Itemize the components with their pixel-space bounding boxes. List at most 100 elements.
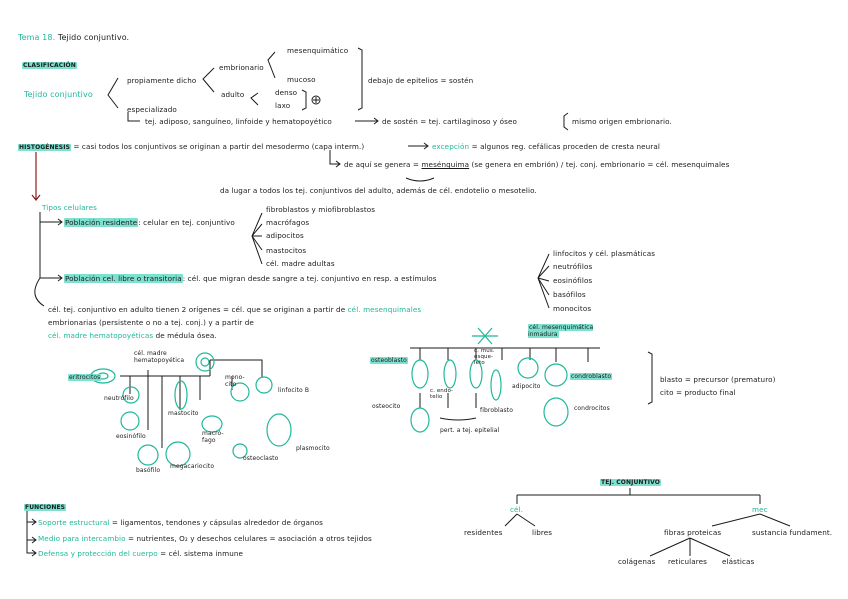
mastocito-cell (174, 380, 188, 410)
libres-2: eosinófilos (553, 276, 593, 285)
tipos-libre: Población cel. libre o transitoria: cél.… (64, 274, 437, 283)
endotelio-cell (443, 359, 457, 389)
mesenquima-cell (472, 327, 498, 345)
tree-colagenas: colágenas (618, 557, 656, 566)
histogenesis-line3: da lugar a todos los tej. conjuntivos de… (220, 186, 537, 195)
histogenesis-line2: de aquí se genera = mesénquima (se gener… (344, 160, 730, 169)
osteoblasto-cell (411, 359, 429, 389)
bracket-propiamente (202, 67, 215, 93)
eosinofilo-cell (120, 411, 140, 431)
residentes-0: fibroblastos y miofibroblastos (266, 205, 376, 214)
dr-madre: cél. mesenquimática inmadura (528, 324, 594, 338)
muscular-cell (469, 359, 483, 389)
residentes-2: adipocitos (266, 231, 304, 240)
label-propiamente: propiamente dicho (127, 76, 197, 85)
fibroblasto-cell (490, 369, 502, 401)
origen-line1: cél. tej. conjuntivo en adulto tienen 2 … (48, 305, 422, 314)
madre-cell (195, 352, 215, 372)
megacariocito-cell (165, 441, 191, 467)
label-denso: denso (275, 88, 298, 97)
histogenesis-line1: HISTOGÉNESIS = casi todos los conjuntivo… (18, 142, 365, 151)
dl-eosinofilo: eosinófilo (116, 433, 146, 440)
basofilo-cell (137, 444, 159, 466)
dr-adipocito: adipocito (512, 383, 541, 390)
libres-0: linfocitos y cél. plasmáticas (553, 249, 656, 258)
funcion-1: Medio para intercambio = nutrientes, O₂ … (38, 534, 372, 543)
funciones-heading: FUNCIONES (24, 504, 67, 511)
bracket-embrionario (267, 51, 276, 79)
funcion-2: Defensa y protección del cuerpo = cél. s… (38, 549, 244, 558)
dl-osteoclasto: osteoclasto (243, 455, 279, 462)
dl-madre: cél. madre hematopoyética (134, 350, 185, 364)
osteoclasto-cell (232, 443, 248, 459)
tree-elasticas: elásticas (722, 557, 755, 566)
dl-basofilo: basófilo (136, 467, 161, 474)
clasificacion-root: Tejido conjuntivo (24, 90, 93, 99)
label-laxo: laxo (275, 101, 291, 110)
plasmocito-cell (266, 413, 292, 447)
dr-fibroblasto: fibroblasto (480, 407, 513, 414)
libres-4: monocitos (553, 304, 592, 313)
tree-reticulares: reticulares (668, 557, 708, 566)
dr-condroblasto: condroblasto (570, 373, 613, 380)
dr-cmuscular: c. mus. esque-leto (474, 348, 495, 366)
tree-residentes: residentes (464, 528, 503, 537)
dr-blasto: blasto = precursor (prematuro) (660, 375, 776, 384)
macrofago-cell (201, 415, 223, 433)
linfocito-cell (255, 376, 273, 394)
histogenesis-excepcion: excepción = algunos reg. cefálicas proce… (432, 142, 660, 151)
dl-monocito: mono-cito (225, 374, 245, 388)
dr-pert: pert. a tej. epitelial (440, 427, 500, 434)
label-adulto: adulto (221, 90, 245, 99)
dr-cito: cito = producto final (660, 388, 736, 397)
adipocito-cell (517, 357, 539, 379)
origen-line2: embrionarias (persistente o no a tej. co… (48, 318, 254, 327)
label-espec-detail: tej. adiposo, sanguíneo, linfoide y hema… (145, 117, 332, 126)
libres-3: basófilos (553, 290, 586, 299)
bracket-right (357, 47, 363, 111)
tipos-heading: Tipos celulares (42, 203, 97, 212)
funcion-0: Soporte estructural = ligamentos, tendon… (38, 518, 323, 527)
residentes-3: mastocitos (266, 246, 307, 255)
dl-macrofago: macró-fago (202, 430, 224, 444)
label-embrionario: embrionario (219, 63, 264, 72)
dr-condrocitos: condrocitos (574, 405, 610, 412)
dl-mastocito: mastocito (168, 410, 199, 417)
label-mesenquimatico: mesenquimático (287, 46, 349, 55)
dl-megacariocito: megacariocito (170, 463, 215, 470)
dr-osteoblasto: osteoblasto (370, 357, 408, 364)
tree-libres: libres (532, 528, 553, 537)
title-number: Tema 18. (18, 33, 56, 42)
residentes-4: cél. madre adultas (266, 259, 335, 268)
tree-fibras: fibras proteicas (664, 528, 722, 537)
page-title: Tema 18. Tejido conjuntivo. (18, 33, 129, 42)
bracket-adulto-right (301, 89, 307, 111)
bracket-root (107, 77, 119, 109)
dr-osteocito: osteocito (372, 403, 401, 410)
dl-neutrofilo: neutrófilo (104, 395, 134, 402)
tree-root: TEJ. CONJUNTIVO (600, 479, 661, 486)
dl-linfocito: linfocito B (278, 387, 310, 394)
monocito-cell (230, 382, 250, 402)
dl-eritrocitos: eritrocitos (68, 374, 102, 381)
dr-endotelio: c. endo-telio (430, 388, 454, 400)
label-soston: de sostén = tej. cartilaginoso y óseo (382, 117, 518, 126)
clasificacion-heading: CLASIFICACIÓN (22, 62, 77, 69)
plus-circle (311, 95, 321, 105)
tree-cel: cél. (510, 505, 524, 514)
label-mucoso: mucoso (287, 75, 316, 84)
bracket-adulto (250, 92, 259, 106)
residentes-1: macrófagos (266, 218, 310, 227)
red-arrow (31, 152, 41, 201)
libres-1: neutrófilos (553, 262, 593, 271)
label-mismo: mismo origen embrionario. (572, 117, 672, 126)
condrocito-cell (543, 397, 569, 427)
osteocito-cell (410, 407, 430, 433)
dl-plasmocito: plasmocito (296, 445, 330, 452)
tree-mec: mec (752, 505, 768, 514)
label-especializado: especializado (127, 105, 177, 114)
origen-line3: cél. madre hematopoyéticas de médula óse… (48, 331, 217, 340)
label-debajo: debajo de epitelios = sostén (368, 76, 474, 85)
tipos-residente: Población residente: celular en tej. con… (64, 218, 235, 227)
